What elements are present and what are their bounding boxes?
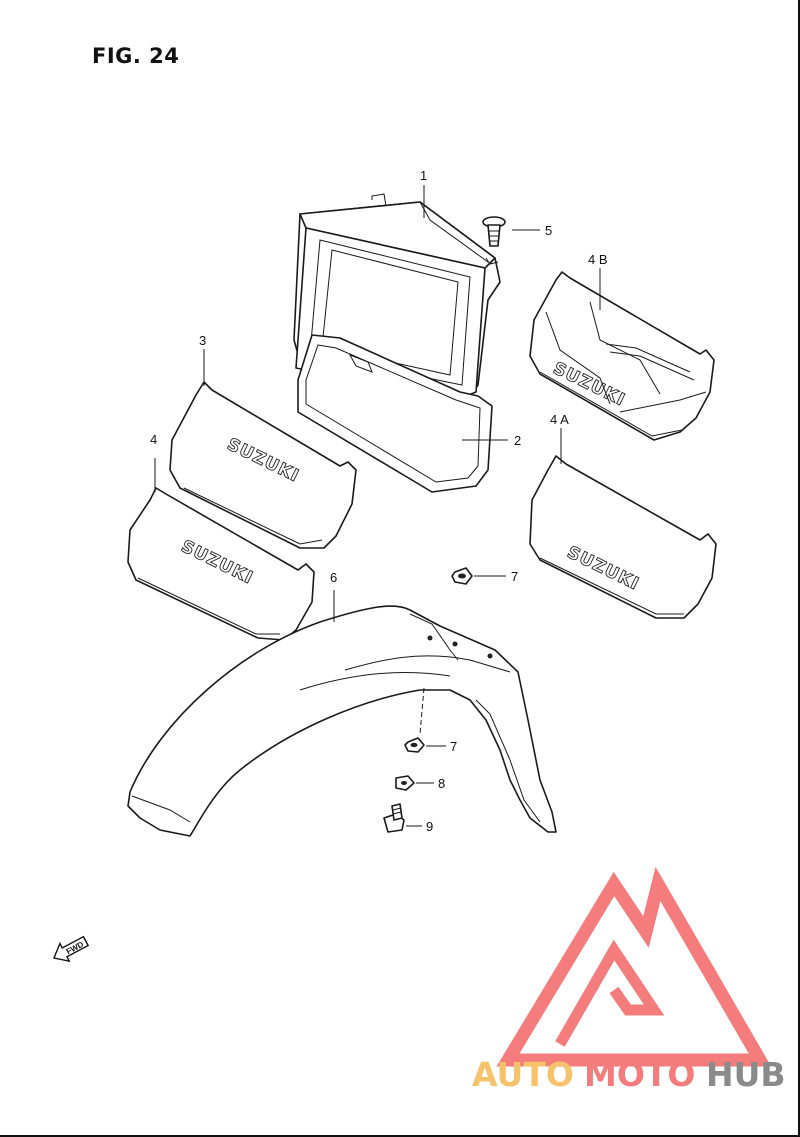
- callout-9: 9: [426, 819, 433, 834]
- part-1-headlight-housing: [293, 193, 501, 406]
- callout-8: 8: [438, 776, 445, 791]
- part-7-nut-lower: [404, 737, 425, 753]
- callout-7-upper: 7: [511, 569, 518, 584]
- part-4b-striped-panel: SUZUKI: [529, 271, 715, 441]
- callout-3: 3: [199, 333, 206, 348]
- fwd-arrow-icon: FWD: [53, 935, 90, 963]
- callout-1: 1: [420, 168, 427, 183]
- part-4-number-plate-panel: SUZUKI: [127, 487, 315, 641]
- callout-4a: 4 A: [550, 412, 569, 427]
- watermark-word-moto: MOTO: [584, 1055, 695, 1094]
- part-8-washer: [395, 775, 415, 791]
- watermark-word-hub: HUB: [706, 1055, 786, 1094]
- callout-5: 5: [545, 223, 552, 238]
- callout-2: 2: [514, 433, 521, 448]
- part-9-bolt: [383, 803, 405, 833]
- callout-7-lower: 7: [450, 739, 457, 754]
- callout-4b: 4 B: [588, 252, 608, 267]
- part-2-headlight-rim: [297, 334, 493, 493]
- part-3-number-plate-panel: SUZUKI: [169, 381, 357, 549]
- part-4a-number-plate-panel: SUZUKI: [529, 455, 717, 619]
- part-6-front-fender: [127, 605, 557, 837]
- automotohub-watermark: AUTO MOTO HUB: [472, 866, 786, 1094]
- part-7-nut-upper: [451, 567, 473, 585]
- figure-title: FIG. 24: [92, 44, 180, 68]
- leader-lines: [154, 185, 601, 827]
- watermark-logo-icon: [496, 866, 772, 1067]
- watermark-word-auto: AUTO: [472, 1055, 574, 1094]
- part-5-screw: [482, 216, 506, 247]
- callout-labels: 1 2 3 4 4 A 4 B 5 6 7 7 8 9: [150, 168, 608, 834]
- callout-6: 6: [330, 570, 337, 585]
- callout-4: 4: [150, 432, 157, 447]
